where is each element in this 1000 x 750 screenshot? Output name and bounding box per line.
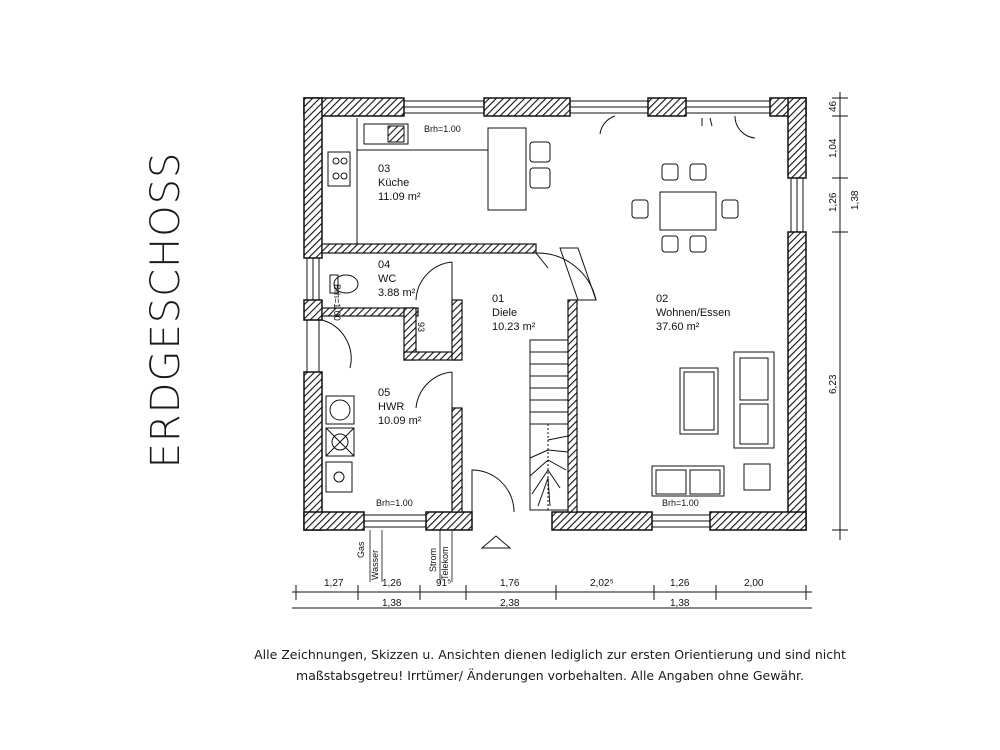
utility-gas: Gas [356, 541, 366, 558]
disclaimer-line-1: Alle Zeichnungen, Skizzen u. Ansichten d… [254, 647, 846, 662]
room-area-wc: 3.88 m² [378, 287, 416, 299]
utility-strom: Strom [428, 548, 438, 572]
room-name-wc: WC [378, 273, 396, 285]
dim-right: 46 [828, 100, 839, 112]
right-dimension-labels: 46 1,04 1,26 6,23 1,38 [828, 100, 861, 394]
dim-right-2: 1,38 [850, 190, 861, 210]
bottom-dimensions [292, 585, 812, 609]
room-name-wohnen: Wohnen/Essen [656, 307, 730, 319]
room-labels: 03 Küche 11.09 m² 04 WC 3.88 m² 01 Diele… [378, 163, 730, 427]
sill-labels: Brh=1.00 Brh=1.00 Brh=1.00 Brh=1.00 93 [332, 124, 699, 508]
room-number-hwr: 05 [378, 387, 390, 399]
dim-bottom: 1,76 [500, 578, 520, 589]
utility-telekom: Telekom [440, 546, 450, 580]
dim-right: 1,26 [828, 192, 839, 212]
dim-bottom: 1,27 [324, 578, 344, 589]
dim-bottom: 1,26 [382, 578, 402, 589]
sill-label: Brh=1.00 [332, 284, 342, 321]
entrance-arrow-icon [480, 535, 512, 549]
dim-bottom: 2,02⁵ [590, 578, 614, 589]
interior-walls [321, 243, 578, 513]
room-area-diele: 10.23 m² [492, 321, 536, 333]
disclaimer-line-2: maßstabsgetreu! Irrtümer/ Änderungen vor… [296, 668, 804, 683]
room-number-wc: 04 [378, 259, 390, 271]
room-area-hwr: 10.09 m² [378, 415, 422, 427]
utility-wasser: Wasser [370, 550, 380, 580]
room-number-kuche: 03 [378, 163, 390, 175]
disclaimer: Alle Zeichnungen, Skizzen u. Ansichten d… [180, 644, 920, 686]
dining-table [631, 163, 739, 253]
sill-label: Brh=1.00 [662, 498, 699, 508]
bottom-dimension-labels: 1,27 1,26 91⁵ 1,76 2,02⁵ 1,26 2,00 1,38 … [324, 578, 764, 609]
doors [321, 115, 756, 513]
dim-right: 6,23 [828, 374, 839, 394]
room-number-diele: 01 [492, 293, 504, 305]
room-name-diele: Diele [492, 307, 517, 319]
living-furniture [651, 351, 775, 497]
sanitary-fixtures [325, 274, 359, 493]
dim-bottom: 2,00 [744, 578, 764, 589]
outer-walls [303, 97, 807, 531]
kitchen-fixtures [327, 118, 551, 244]
dim-right: 1,04 [828, 138, 839, 158]
room-area-wohnen: 37.60 m² [656, 321, 700, 333]
niche-label: 93 [416, 322, 426, 332]
dim-bottom: 1,26 [670, 578, 690, 589]
dim-bottom: 91⁵ [436, 578, 451, 589]
sill-label: Brh=1.00 [376, 498, 413, 508]
right-dimensions [832, 92, 848, 540]
room-name-hwr: HWR [378, 401, 404, 413]
dim-bottom-2: 1,38 [670, 598, 690, 609]
room-area-kuche: 11.09 m² [378, 191, 421, 203]
dim-bottom-2: 2,38 [500, 598, 520, 609]
sill-label: Brh=1.00 [424, 124, 461, 134]
room-name-kuche: Küche [378, 177, 409, 189]
utility-labels: Gas Wasser Strom Telekom [356, 530, 512, 582]
staircase [529, 339, 569, 511]
dim-bottom-2: 1,38 [382, 598, 402, 609]
room-number-wohnen: 02 [656, 293, 668, 305]
